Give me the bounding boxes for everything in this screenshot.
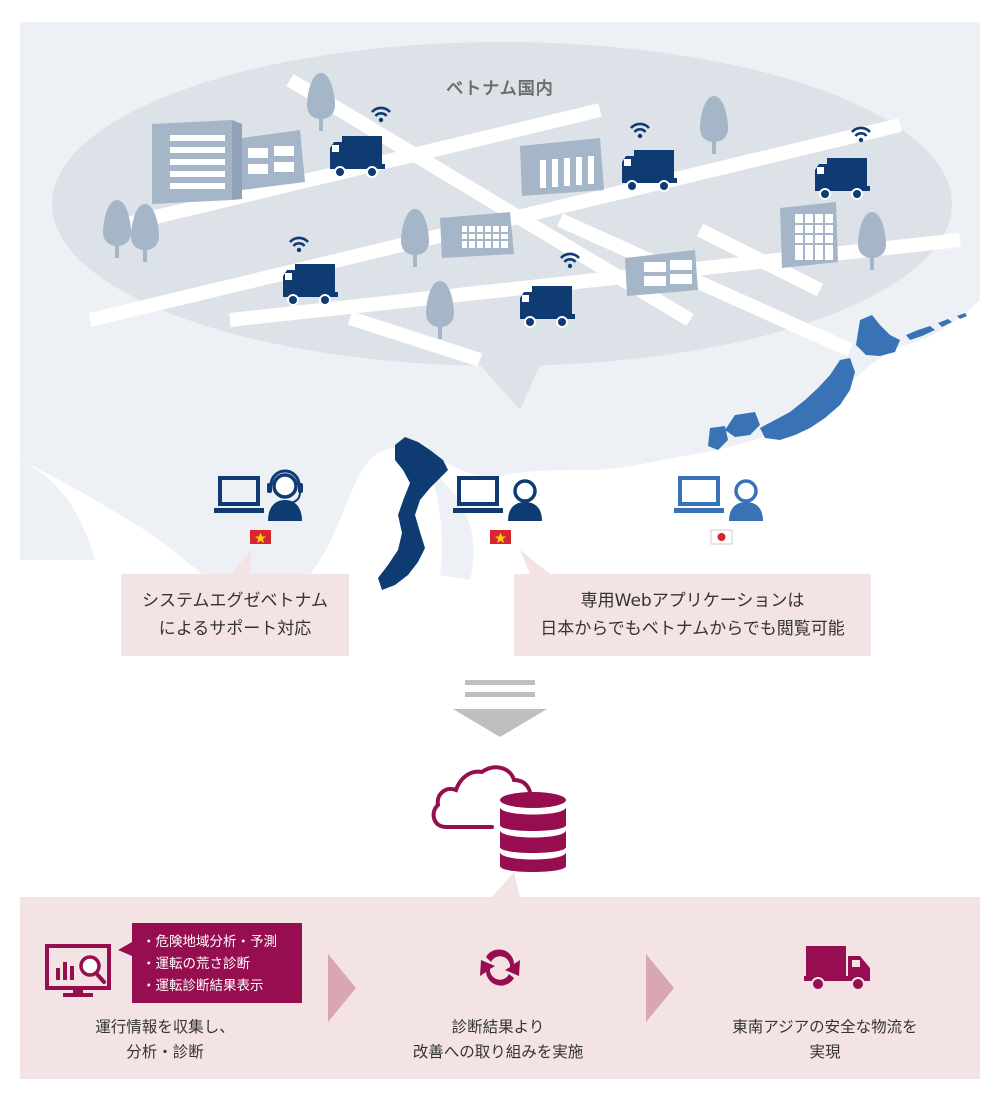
step-line: 東南アジアの安全な物流を — [732, 1018, 918, 1036]
cloud-database-icon — [431, 765, 566, 872]
building-container-center — [520, 138, 604, 196]
vietnam-map-shape — [378, 437, 448, 590]
person-icon — [729, 479, 763, 521]
analysis-features-box: ・危険地域分析・予測 ・運転の荒さ診断 ・運転診断結果表示 — [132, 923, 302, 1003]
webapp-caption-line1: 専用Webアプリケーションは — [580, 591, 805, 611]
refresh-cycle-icon — [480, 949, 520, 986]
step-collect-analyze: 運行情報を収集し、 分析・診断 — [20, 1015, 310, 1065]
step-line: 実現 — [809, 1043, 841, 1061]
vietnam-user-group — [451, 476, 544, 544]
building-right-low — [625, 250, 698, 296]
building-tall-left — [152, 120, 242, 204]
step-chevron — [646, 954, 674, 1022]
japan-user-group — [674, 476, 763, 545]
step-line: 分析・診断 — [126, 1043, 204, 1061]
feature-box-pointer — [118, 942, 132, 956]
vietnam-flag-icon — [490, 530, 511, 544]
step-line: 改善への取り組みを実施 — [412, 1043, 584, 1061]
building-tall-right — [780, 202, 838, 268]
webapp-caption: 専用Webアプリケーションは 日本からでもベトナムからでも閲覧可能 — [514, 574, 871, 656]
support-operator-group — [212, 469, 303, 544]
building-grid-middle — [440, 212, 514, 258]
building-low-left — [242, 130, 305, 190]
step-realize: 東南アジアの安全な物流を 実現 — [680, 1015, 970, 1065]
analytics-monitor-icon — [45, 944, 111, 997]
delivery-truck-icon — [804, 946, 870, 991]
caption-left-tail — [232, 548, 252, 574]
step-improve: 診断結果より 改善への取り組みを実施 — [348, 1015, 648, 1065]
caption-right-tail — [520, 550, 550, 574]
step-line: 運行情報を収集し、 — [95, 1018, 235, 1036]
headset-operator-icon — [267, 469, 303, 521]
laptop-icon — [674, 476, 724, 513]
support-caption-line1: システムエグゼベトナム — [142, 591, 328, 611]
step-chevron — [328, 954, 356, 1022]
panel-callout-tail — [492, 872, 520, 897]
support-caption: システムエグゼベトナム によるサポート対応 — [121, 574, 349, 656]
flow-down-arrow — [453, 680, 547, 737]
step-line: 診断結果より — [451, 1018, 545, 1036]
vietnam-flag-icon — [250, 530, 271, 544]
support-caption-line2: によるサポート対応 — [158, 619, 312, 639]
feature-item: ・運転の荒さ診断 — [142, 956, 250, 972]
feature-item: ・危険地域分析・予測 — [142, 934, 277, 950]
japan-flag-icon — [710, 529, 733, 545]
japan-map-shape — [708, 313, 967, 450]
region-title: ベトナム国内 — [446, 79, 554, 99]
feature-item: ・運転診断結果表示 — [142, 978, 264, 994]
webapp-caption-line2: 日本からでもベトナムからでも閲覧可能 — [540, 619, 845, 639]
